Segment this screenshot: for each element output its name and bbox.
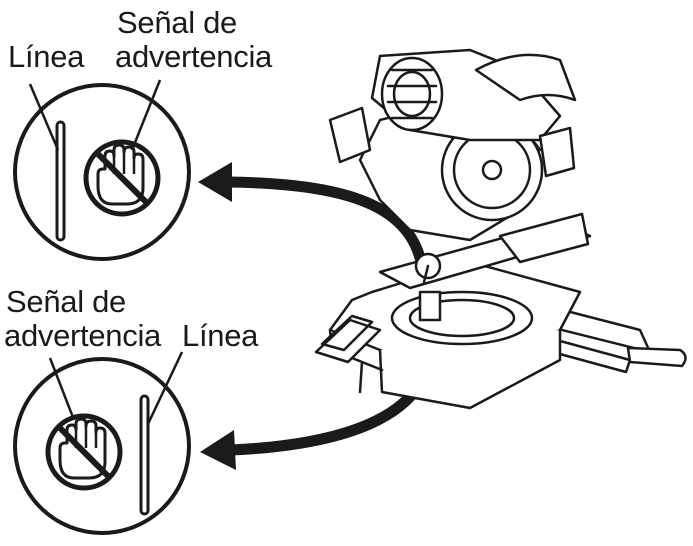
bottom-warning-label-line1: Señal de: [6, 284, 126, 319]
bottom-line-label: Línea: [182, 318, 259, 353]
bottom-warning-leader: [48, 357, 76, 421]
top-warning-label-line2: advertencia: [115, 39, 272, 74]
bottom-warning-label-line2: advertencia: [4, 318, 161, 353]
top-warning-leader: [130, 79, 162, 151]
miter-saw-illustration: [314, 48, 687, 410]
bottom-line-leader: [146, 351, 184, 425]
top-line-label: Línea: [8, 39, 85, 74]
top-line-leader: [28, 83, 60, 151]
bottom-detail-circle: [13, 351, 191, 535]
top-detail-circle: [13, 79, 191, 261]
top-warning-label-line1: Señal de: [117, 5, 237, 40]
